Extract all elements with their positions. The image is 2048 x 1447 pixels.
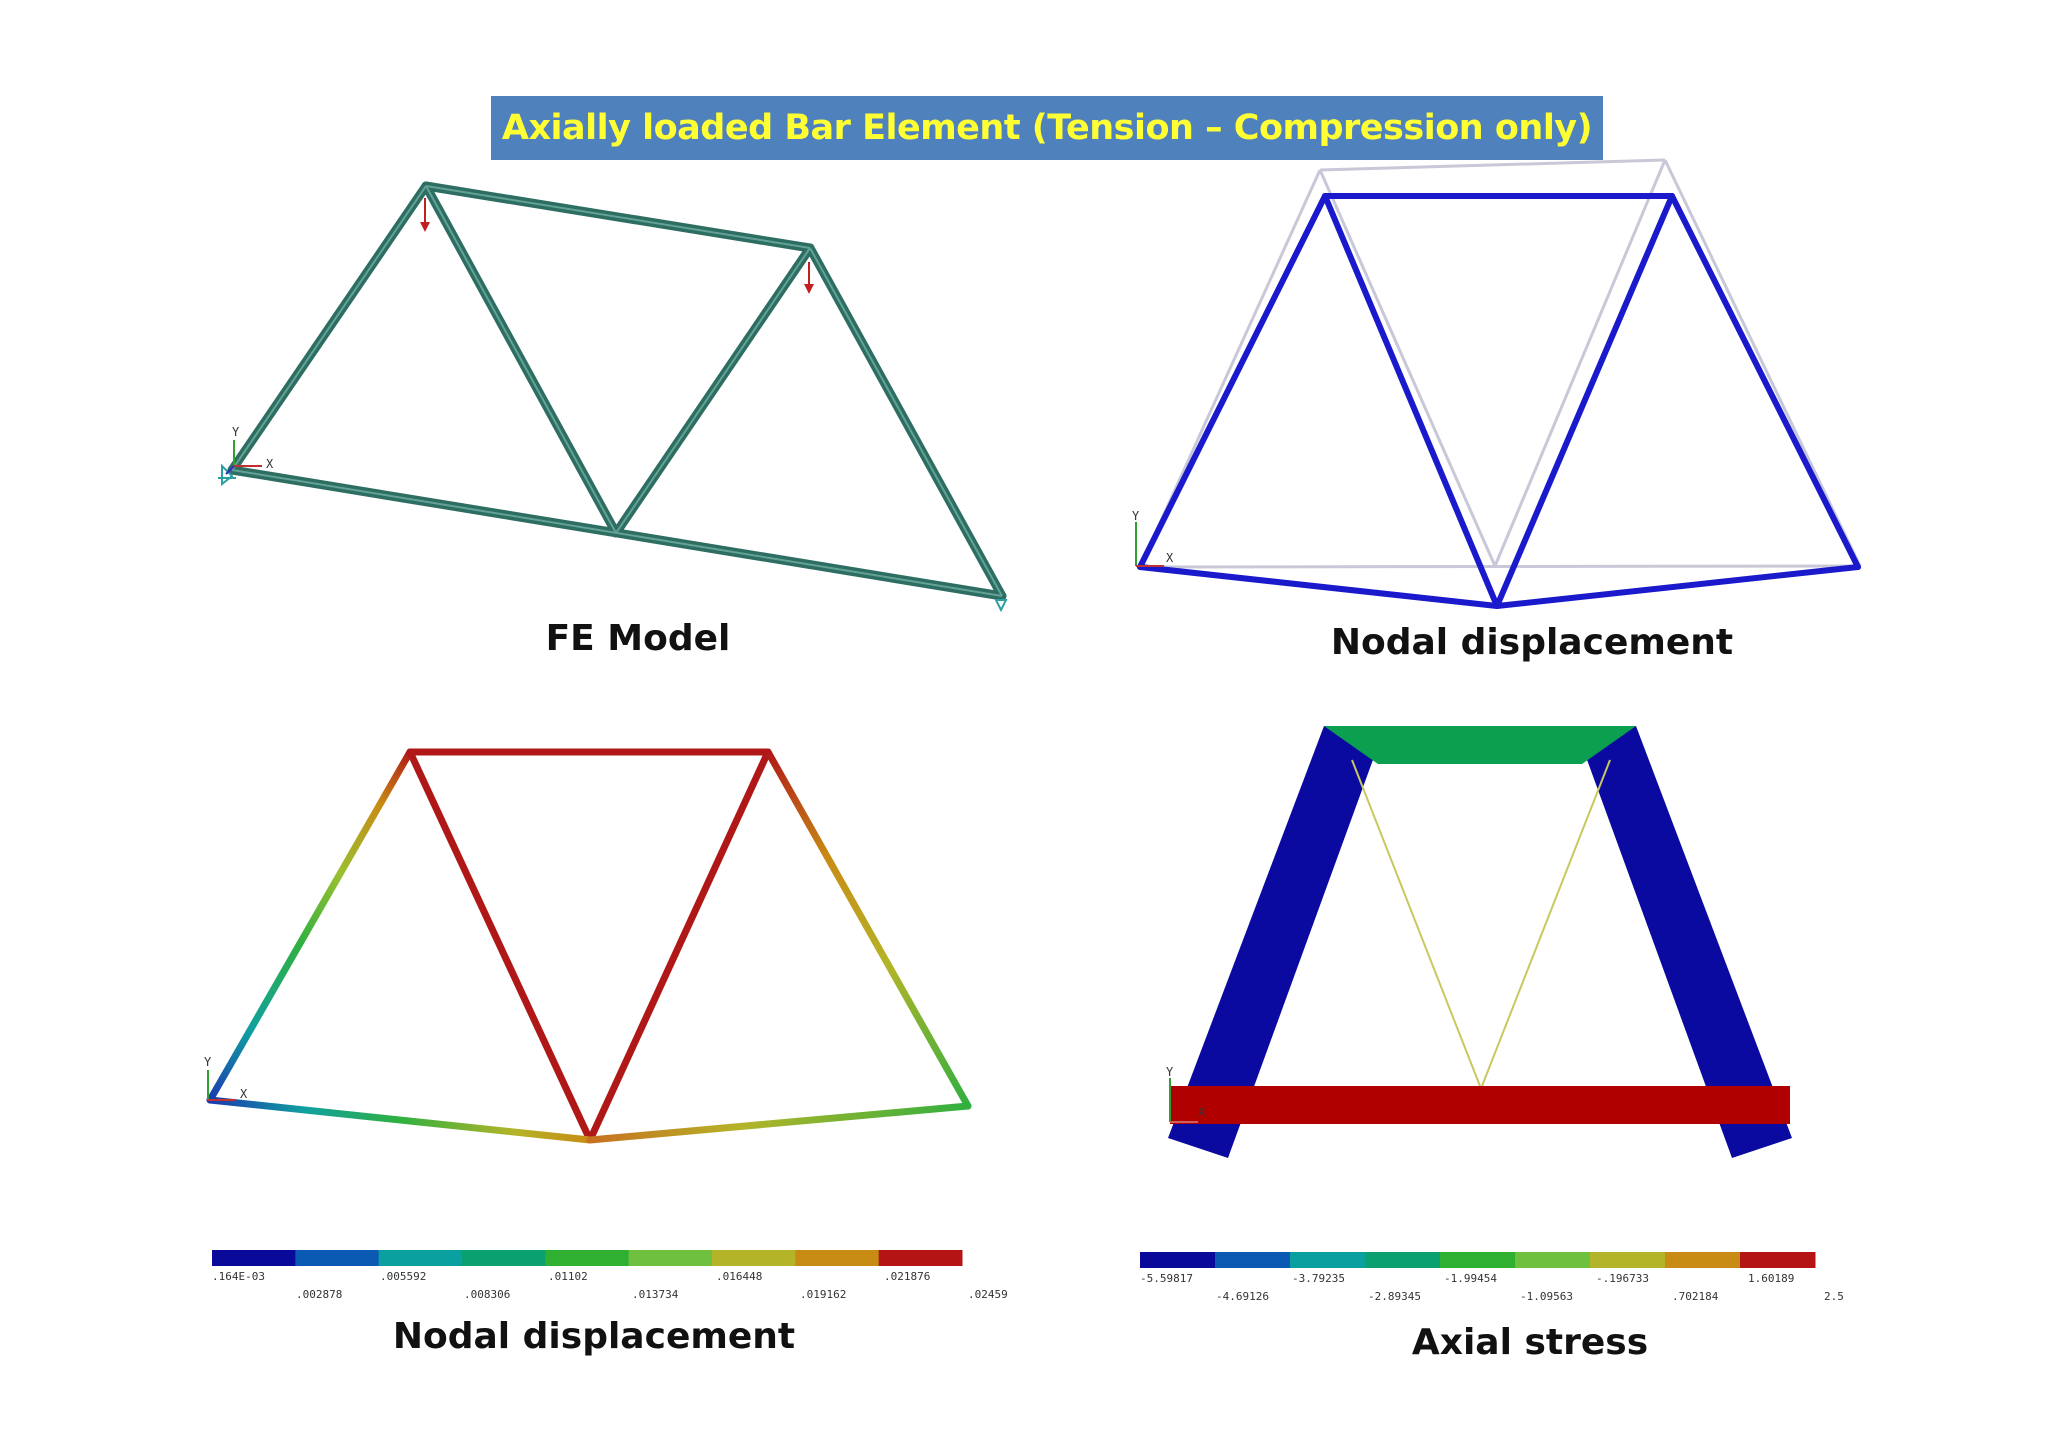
legend-swatch [1665,1252,1741,1268]
axis-y-label: Y [1132,509,1140,523]
legend-label: 1.60189 [1748,1272,1794,1285]
contour-panel: Y X .164E-03 .005592 .01102 .016448 .021876.… [204,748,1008,1301]
deformed-mid-diagonal-1 [1322,193,1500,609]
axis-triad-contour: Y X [204,1055,248,1101]
legend-label: -2.89345 [1368,1290,1421,1303]
legend-swatch [378,1250,463,1266]
fe-model-panel: Y X [218,181,1008,613]
contour-mid-diagonal-1 [406,748,594,1144]
stress-mid-diagonal-1 [1351,759,1481,1087]
contour-left-diagonal [206,748,414,1104]
legend-label: .013734 [632,1288,679,1301]
legend-swatch [1440,1252,1516,1268]
stress-right-leg [1582,726,1792,1158]
legend-swatch [1590,1252,1666,1268]
axis-triad-fe-model: Y X [225,425,274,475]
legend-label: -5.59817 [1140,1272,1193,1285]
contour-right-diagonal [764,748,972,1110]
legend-swatch [295,1250,380,1266]
contour-bottom-left [206,1096,594,1144]
legend-swatch [1740,1252,1816,1268]
support-right [994,599,1008,613]
legend-swatch [212,1250,296,1266]
undeformed-shape [1138,158,1862,569]
legend-swatch [545,1250,630,1266]
legend-swatch [462,1250,546,1266]
stress-panel: Y X -5.59817 -3.79235 -1.99454 -.196733 1.60… [1140,726,1844,1303]
deformed-bottom-right [1494,564,1861,609]
axis-x-label: X [1198,1105,1206,1119]
caption-nodal-displacement-top: Nodal displacement [1330,622,1734,663]
axis-triad-stress: Y X [1166,1065,1206,1123]
deformed-mid-diagonal-2 [1494,193,1675,609]
legend-label: -4.69126 [1216,1290,1269,1303]
legend-swatch [628,1250,713,1266]
legend-label: -.196733 [1596,1272,1649,1285]
legend-label: 2.5 [1824,1290,1844,1303]
legend-label: .164E-03 [212,1270,265,1283]
slide-title: Axially loaded Bar Element (Tension – Co… [491,96,1603,160]
legend-label: .002878 [296,1288,342,1301]
legend-label: .702184 [1672,1290,1719,1303]
support-left [218,463,236,487]
legend-swatch [1365,1252,1441,1268]
deformed-right-diagonal [1669,193,1861,570]
legend-swatch [1140,1252,1216,1268]
deformed-bottom-left [1137,564,1500,609]
legend-swatch [1215,1252,1291,1268]
legend-label: .016448 [716,1270,762,1283]
legend-label: -1.99454 [1444,1272,1497,1285]
legend-swatch [795,1250,880,1266]
stress-top-chord [1324,726,1636,764]
deformed-left-diagonal [1137,193,1328,570]
stress-mid-diagonal-2 [1481,759,1611,1087]
contour-mid-diagonal-2 [586,748,772,1144]
caption-nodal-displacement-bottom: Nodal displacement [392,1316,796,1357]
legend-swatch [878,1250,963,1266]
axis-triad-deformed: Y X [1132,509,1174,567]
legend-label: .005592 [380,1270,426,1283]
displacement-legend: .164E-03 .005592 .01102 .016448 .021876 .0028… [212,1250,1008,1301]
load-arrow-1 [420,198,430,232]
legend-label: .02459 [968,1288,1008,1301]
axis-x-label: X [1166,551,1174,565]
load-arrow-2 [804,262,814,294]
caption-fe-model: FE Model [545,618,731,659]
legend-swatch [1290,1252,1366,1268]
axis-x-label: X [240,1087,248,1101]
legend-label: -1.09563 [1520,1290,1573,1303]
stress-left-leg [1168,726,1378,1158]
contour-bottom-right [586,1102,972,1144]
legend-label: -3.79235 [1292,1272,1345,1285]
axis-y-label: Y [204,1055,212,1069]
stress-legend: -5.59817 -3.79235 -1.99454 -.196733 1.60189 -… [1140,1252,1844,1303]
axis-y-label: Y [232,425,240,439]
legend-label: .008306 [464,1288,510,1301]
axis-x-label: X [266,457,274,471]
deformed-panel: Y X [1132,158,1862,609]
legend-label: .01102 [548,1270,588,1283]
axis-y-label: Y [1166,1065,1174,1079]
legend-swatch [1515,1252,1591,1268]
legend-label: .019162 [800,1288,846,1301]
legend-swatch [712,1250,796,1266]
stress-bottom-chord [1170,1086,1790,1124]
caption-axial-stress: Axial stress [1411,1322,1649,1363]
legend-label: .021876 [884,1270,930,1283]
